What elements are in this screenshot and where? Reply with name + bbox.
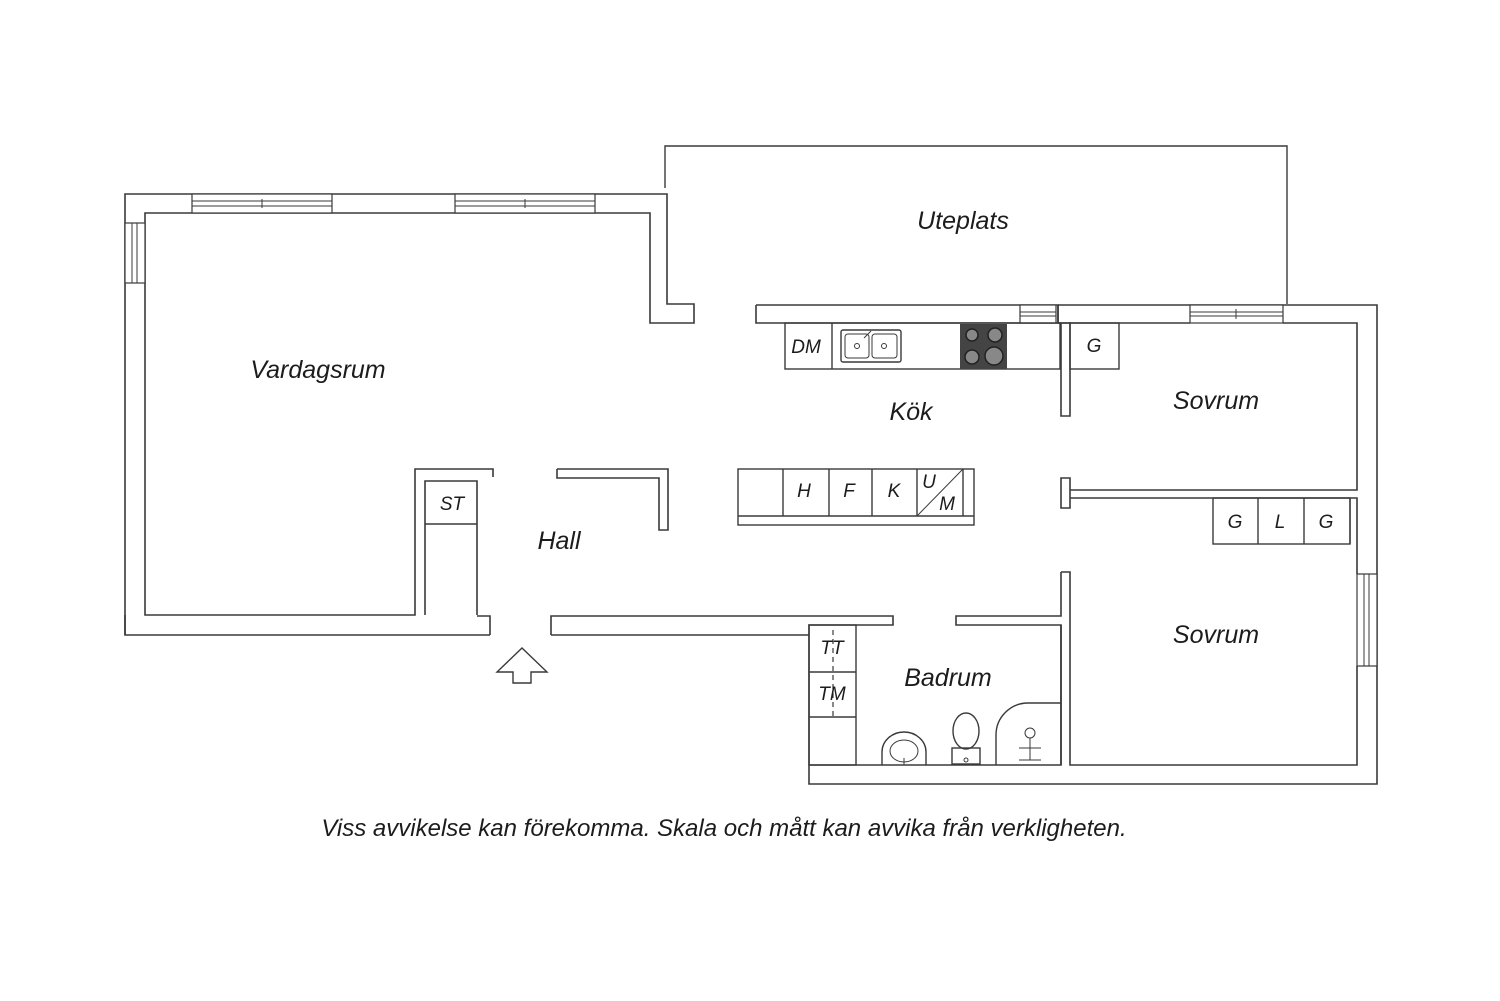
- fixture-label-tt: TT: [820, 638, 845, 659]
- fixture-label-h: H: [797, 481, 811, 502]
- storage-closet: [424, 480, 478, 615]
- fixture-label-g-wardrobe-1: G: [1228, 512, 1243, 533]
- kitchen-window: [1019, 304, 1057, 324]
- fixture-label-tm: TM: [818, 684, 846, 705]
- fixture-label-st: ST: [440, 494, 466, 515]
- washer-dryer-column: [808, 624, 857, 766]
- bedroom-2-window: [1356, 573, 1378, 667]
- bedroom-2-wardrobes: [1212, 497, 1351, 545]
- fixture-label-m: M: [939, 494, 955, 515]
- fixture-label-g-wardrobe-2: G: [1319, 512, 1334, 533]
- fixture-label-dm: DM: [791, 337, 821, 358]
- room-label-hall: Hall: [537, 527, 582, 555]
- kitchen-walls: [755, 304, 1358, 574]
- shower-icon: [995, 702, 1061, 765]
- room-label-uteplats: Uteplats: [917, 207, 1009, 235]
- fixture-label-g-kitchen: G: [1087, 336, 1102, 357]
- toilet-icon: [951, 712, 981, 765]
- washbasin-icon: [881, 731, 927, 765]
- room-label-sovrum-2: Sovrum: [1173, 621, 1259, 649]
- bedroom-2-walls: [809, 571, 1358, 766]
- sink-icon: [840, 329, 902, 363]
- disclaimer-text: Viss avvikelse kan förekomma. Skala och …: [321, 815, 1126, 842]
- living-room-window-2: [454, 193, 596, 214]
- living-room-walls: [124, 193, 695, 636]
- fixture-label-f: F: [843, 481, 856, 502]
- fixture-label-u: U: [922, 472, 936, 493]
- bedroom-1-window: [1189, 304, 1284, 324]
- room-label-vardagsrum: Vardagsrum: [250, 356, 385, 384]
- bedroom-1-wardrobe: [1069, 322, 1120, 370]
- room-label-sovrum-1: Sovrum: [1173, 387, 1259, 415]
- living-room-window-1: [191, 193, 333, 214]
- living-room-window-3: [124, 222, 146, 284]
- entrance-arrow-icon: [495, 647, 549, 684]
- patio-outline: [664, 145, 1288, 304]
- kitchen-counter: [784, 322, 1061, 370]
- fixture-label-k: K: [888, 481, 902, 502]
- room-label-badrum: Badrum: [904, 664, 992, 692]
- stove-icon: [960, 324, 1007, 369]
- fixture-label-l-wardrobe: L: [1275, 512, 1286, 533]
- room-label-kok: Kök: [889, 398, 934, 426]
- kitchen-island: [737, 468, 975, 526]
